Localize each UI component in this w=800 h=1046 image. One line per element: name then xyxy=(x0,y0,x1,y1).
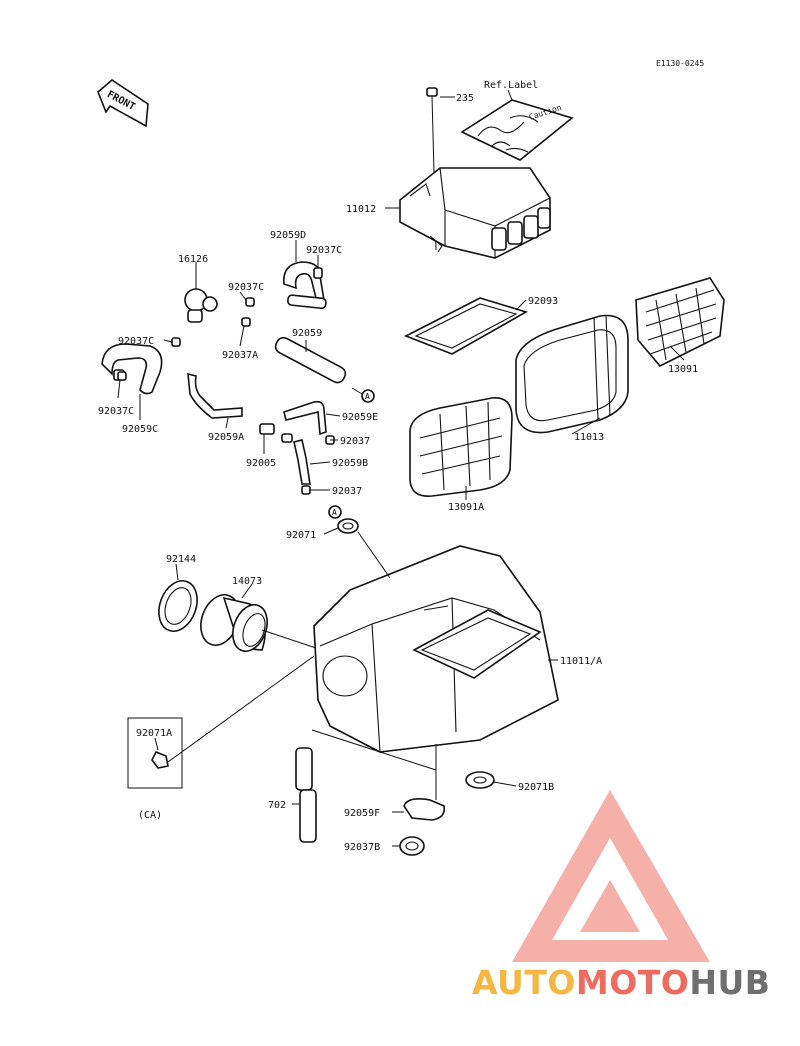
callout-ref-label: Ref.Label xyxy=(484,80,538,91)
inset-box-92071a xyxy=(127,655,315,789)
callout-13091: 13091 xyxy=(668,364,698,375)
grommet-92071-icon xyxy=(337,518,359,534)
callout-16126: 16126 xyxy=(178,254,208,265)
callout-92059d: 92059D xyxy=(270,230,306,241)
callout-labels: 235 Ref.Label 11012 92059D 92037C 16126 … xyxy=(98,80,698,853)
callout-92059e: 92059E xyxy=(342,412,378,423)
mesh-13091a-icon xyxy=(409,397,513,497)
gasket-92093-icon xyxy=(404,297,529,355)
callout-14073: 14073 xyxy=(232,576,262,587)
valve-16126-icon xyxy=(184,288,218,323)
callout-92037-mid: 92037 xyxy=(340,436,370,447)
callout-92037c-left: 92037C xyxy=(118,336,154,347)
watermark-part-moto: MOTO xyxy=(576,963,689,1002)
watermark-part-hub: HUB xyxy=(689,963,770,1002)
callout-235: 235 xyxy=(456,93,474,104)
callout-92037b: 92037B xyxy=(344,842,380,853)
ring-92144-icon xyxy=(158,580,198,632)
hose-92059b-icon xyxy=(293,439,311,485)
callout-92037c-top: 92037C xyxy=(306,245,342,256)
watermark-logo-icon xyxy=(512,790,710,962)
callout-92059b: 92059B xyxy=(332,458,368,469)
callout-92071a: 92071A xyxy=(136,728,172,739)
callout-92037c-low: 92037C xyxy=(98,406,134,417)
callout-11011a: 11011/A xyxy=(560,656,602,667)
hose-92059e-icon xyxy=(283,400,327,436)
hose-92059d-icon xyxy=(283,261,327,310)
callout-92005: 92005 xyxy=(246,458,276,469)
mesh-13091-icon xyxy=(635,277,725,367)
reference-label-sticker: Caution xyxy=(460,99,574,161)
hose-92059-icon: A xyxy=(274,336,375,403)
drain-92059f-icon xyxy=(403,798,446,821)
hose-92059c-icon xyxy=(101,343,163,395)
watermark-part-auto: AUTO xyxy=(472,963,576,1002)
callout-92071: 92071 xyxy=(286,530,316,541)
hose-92059a-icon xyxy=(187,372,243,419)
watermark-text: AUTOMOTOHUB xyxy=(472,963,770,1002)
element-11013-icon xyxy=(515,314,629,434)
callout-702: 702 xyxy=(268,800,286,811)
diagram-code: E1130-0245 xyxy=(656,59,704,68)
callout-92037a: 92037A xyxy=(222,350,258,361)
leader-lines xyxy=(117,89,685,847)
marker-a-2: A xyxy=(332,508,337,517)
callout-92059f: 92059F xyxy=(344,808,380,819)
air-box-11011a-icon xyxy=(313,545,559,753)
callout-92059a: 92059A xyxy=(208,432,244,443)
callout-92059: 92059 xyxy=(292,328,322,339)
callout-92037-low: 92037 xyxy=(332,486,362,497)
callout-92037c-mid: 92037C xyxy=(228,282,264,293)
callout-92071b: 92071B xyxy=(518,782,554,793)
callout-92144: 92144 xyxy=(166,554,196,565)
tube-702-icon xyxy=(295,747,317,843)
washer-92071b-icon xyxy=(465,771,495,789)
marker-a-1: A xyxy=(365,392,370,401)
callout-ca: (CA) xyxy=(138,810,162,821)
callout-13091a: 13091A xyxy=(448,502,484,513)
callout-92093: 92093 xyxy=(528,296,558,307)
callout-11012: 11012 xyxy=(346,204,376,215)
silencer-cover-11012-icon xyxy=(399,167,551,259)
front-arrow-icon: FRONT xyxy=(97,78,149,128)
clamp-92037b-icon xyxy=(399,836,425,856)
callout-11013: 11013 xyxy=(574,432,604,443)
boot-14073-icon xyxy=(200,594,268,653)
callout-92059c: 92059C xyxy=(122,424,158,435)
